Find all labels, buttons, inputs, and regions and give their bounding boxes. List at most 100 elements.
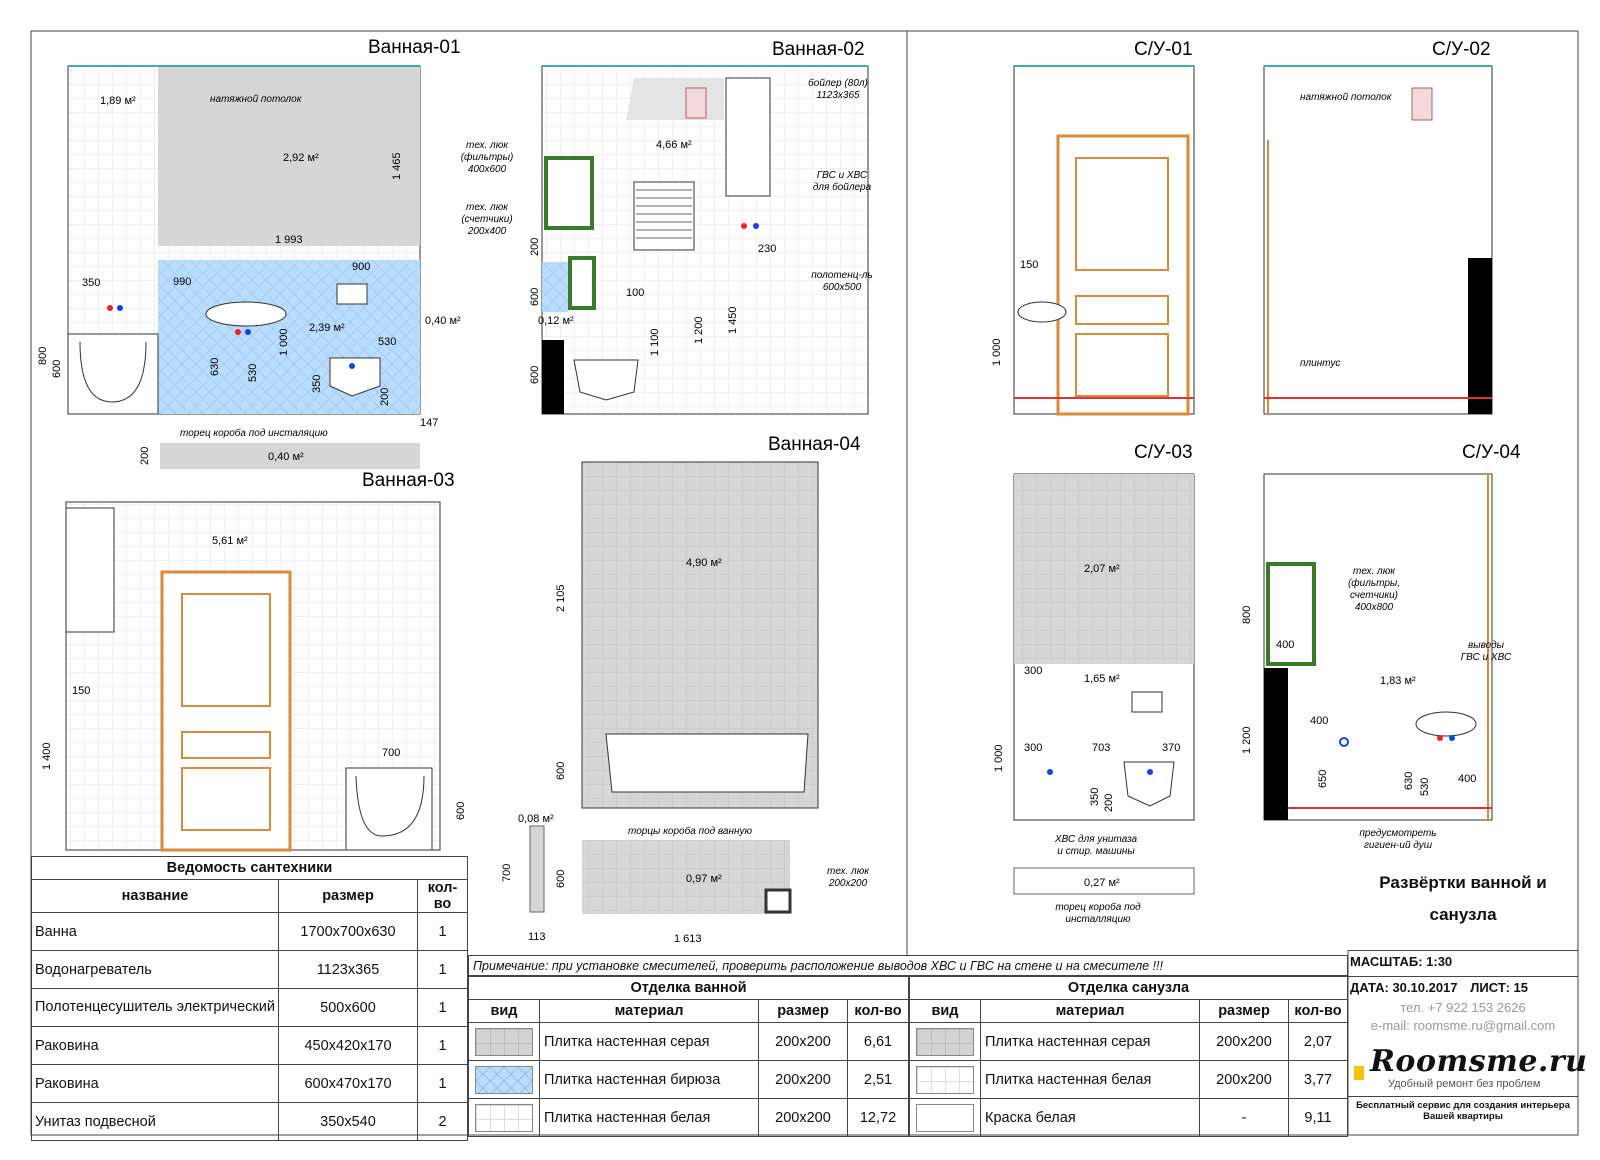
note-label: тех. люк: [1353, 566, 1396, 577]
logo-text: Roomsme.ru: [1370, 1044, 1588, 1079]
cell: Плитка настенная белая: [539, 1098, 759, 1137]
dimension: 1 450: [727, 306, 739, 334]
plumbing-caption: Ведомость сантехники: [31, 856, 468, 880]
dimension: 400: [1276, 639, 1294, 651]
dimension: 1 200: [693, 316, 705, 344]
dimension: 530: [247, 364, 259, 382]
footer-line: Вашей квартиры: [1423, 1111, 1503, 1122]
dimension: 703: [1092, 742, 1110, 754]
cell: 12,72: [847, 1098, 909, 1137]
footer-text: Бесплатный сервис для создания интерьера…: [1348, 1096, 1578, 1122]
cell: 500x600: [278, 988, 418, 1027]
cell: Краска белая: [980, 1098, 1200, 1137]
area-label: 0,12 м²: [538, 315, 574, 327]
col-header: материал: [539, 999, 759, 1023]
dimension: 150: [72, 685, 90, 697]
note-label: торцы короба под ванную: [628, 825, 753, 837]
cell: 200x200: [758, 1060, 848, 1099]
area-label: 2,92 м²: [283, 152, 319, 164]
view-bath-04: Ванная-04 4,90 м² 0,08 м² 0,97 м² торцы …: [501, 434, 870, 945]
col-header: вид: [468, 999, 540, 1023]
sheet-number: ЛИСТ: 15: [1470, 980, 1528, 995]
area-label: 5,61 м²: [212, 535, 248, 547]
dimension: 700: [501, 864, 513, 882]
cell: Унитаз подвесной: [31, 1102, 279, 1141]
note-label: тех. люк: [827, 866, 870, 877]
dimension: 990: [173, 276, 191, 288]
footer-line: Бесплатный сервис для создания интерьера: [1356, 1100, 1570, 1111]
col-header: материал: [980, 999, 1200, 1023]
cell: Плитка настенная серая: [539, 1022, 759, 1061]
view-wc-03: С/У-03 2,07 м² 1,65 м² 0,27 м² ХВС для у…: [993, 442, 1195, 925]
cell: 200x200: [1199, 1060, 1289, 1099]
cell: -: [1199, 1098, 1289, 1137]
table-row: Краска белая-9,11: [909, 1098, 1348, 1137]
note-label: выводы: [1468, 640, 1505, 651]
dimension: 1 100: [649, 328, 661, 356]
date-sheet-row: ДАТА: 30.10.2017 ЛИСТ: 15: [1348, 976, 1578, 998]
dimension: 147: [420, 417, 438, 429]
cell: 1: [417, 1064, 468, 1103]
cell: 2: [417, 1102, 468, 1141]
cell: 1123x365: [278, 950, 418, 989]
col-header: название: [31, 879, 279, 913]
col-header: размер: [758, 999, 848, 1023]
roomsme-logo: Roomsme.ru Удобный ремонт без проблем: [1348, 1042, 1587, 1092]
cell: Плитка настенная серая: [980, 1022, 1200, 1061]
sheet-title-line1: Развёртки ванной и: [1379, 873, 1547, 892]
white-tile-swatch: [475, 1103, 533, 1132]
note-label: полотенц-ль: [811, 270, 872, 281]
dimension: 150: [1020, 259, 1038, 271]
col-header: кол-во: [1288, 999, 1348, 1023]
cell: Раковина: [31, 1064, 279, 1103]
cell: 1: [417, 912, 468, 951]
swatch-cell: [909, 1022, 981, 1061]
note-label: бойлер (80л): [808, 77, 868, 89]
view-title: С/У-01: [1134, 39, 1193, 60]
dimension: 200: [139, 447, 151, 465]
cell: 1: [417, 1026, 468, 1065]
cell: 1: [417, 988, 468, 1027]
scale-field: МАСШТАБ: 1:30: [1348, 950, 1578, 972]
cell: 3,77: [1288, 1060, 1348, 1099]
area-label: 1,65 м²: [1084, 673, 1120, 685]
grey-tile-swatch: [475, 1027, 533, 1056]
note-label: торец короба под инсталяцию: [180, 427, 328, 439]
dimension: 300: [1024, 665, 1042, 677]
plumbing-table: Ведомость сантехники название размер кол…: [31, 856, 468, 1141]
view-title: Ванная-04: [768, 434, 861, 455]
note-label: 200x200: [828, 878, 868, 889]
dimension: 1 465: [391, 152, 403, 180]
dimension: 200: [379, 388, 391, 406]
dimension: 1 000: [278, 328, 290, 356]
cell: 6,61: [847, 1022, 909, 1061]
dimension: 530: [1419, 778, 1431, 796]
dimension: 230: [758, 243, 776, 255]
note-label: торец короба под: [1055, 901, 1141, 913]
cell: 200x200: [758, 1022, 848, 1061]
view-title: С/У-02: [1432, 39, 1491, 60]
title-block: Развёртки ванной и санузла: [1348, 867, 1578, 931]
note-label: тех. люк: [466, 202, 509, 213]
view-wc-02: С/У-02 натяжной потолок плинтус: [1263, 39, 1493, 415]
white-paint-swatch: [916, 1103, 974, 1132]
swatch-cell: [468, 1098, 540, 1137]
dimension: 600: [529, 288, 541, 306]
swatch-cell: [909, 1098, 981, 1137]
view-title: Ванная-01: [368, 37, 461, 58]
cell: 450x420x170: [278, 1026, 418, 1065]
area-label: 2,39 м²: [309, 322, 345, 334]
note-label: 400x800: [1355, 602, 1394, 613]
area-label: 0,97 м²: [686, 873, 722, 885]
area-label: 0,40 м²: [268, 451, 304, 463]
area-label: 0,08 м²: [518, 813, 554, 825]
swatch-cell: [909, 1060, 981, 1099]
cell: 200x200: [1199, 1022, 1289, 1061]
dimension: 1 200: [1241, 726, 1253, 754]
cell: 350x540: [278, 1102, 418, 1141]
dimension: 350: [311, 375, 323, 393]
